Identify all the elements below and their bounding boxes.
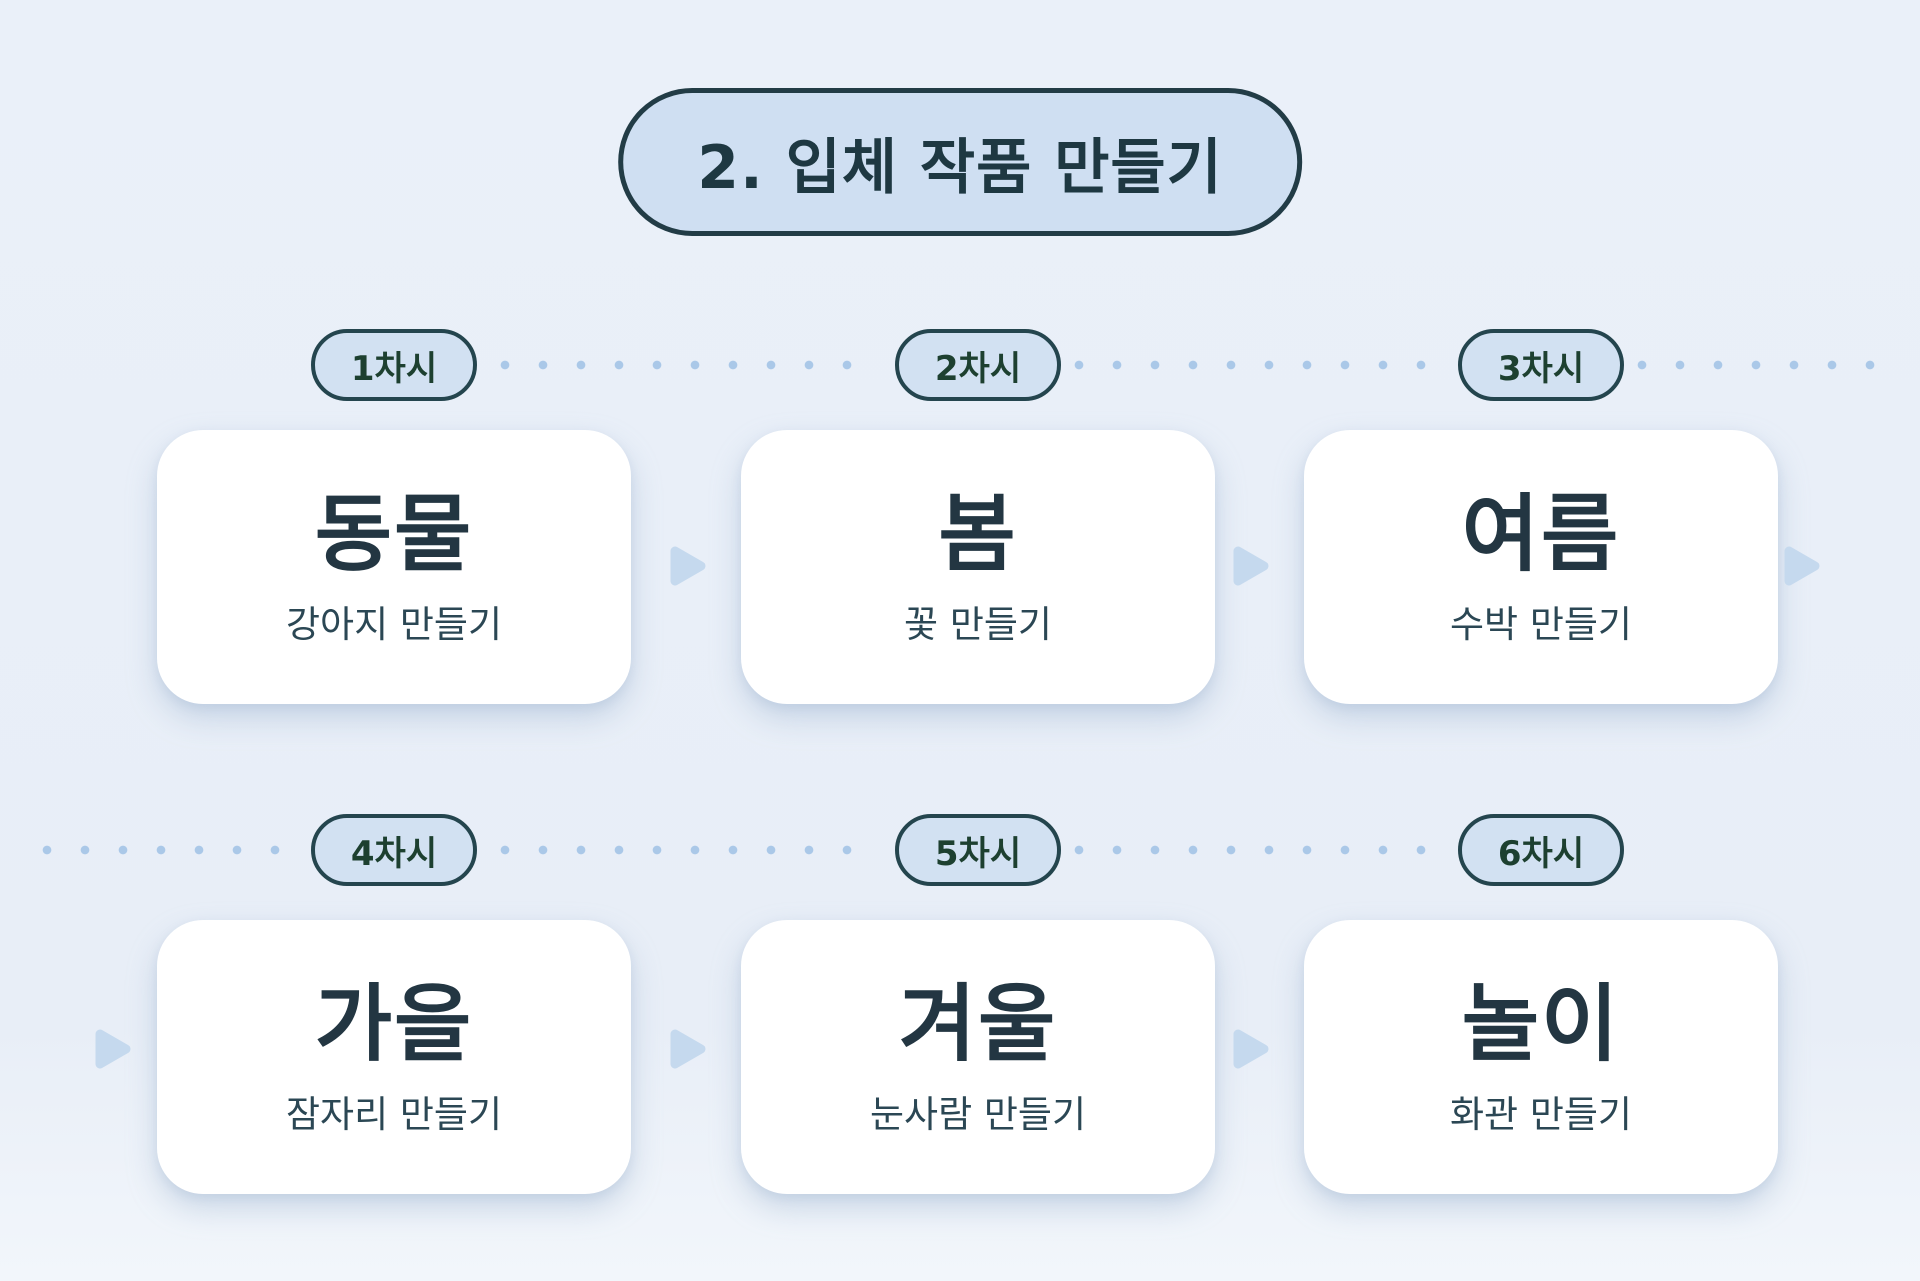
card-subtitle: 잠자리 만들기 (285, 1092, 502, 1136)
arrow-right-icon (1231, 544, 1271, 588)
card-subtitle: 수박 만들기 (1450, 602, 1632, 646)
session-badge-label: 2차시 (934, 348, 1022, 389)
card-subtitle: 눈사람 만들기 (869, 1092, 1086, 1136)
session-badge-4: 4차시 (311, 814, 477, 886)
dotted-connector (42, 845, 298, 855)
lesson-card-winter: 겨울 눈사람 만들기 (741, 920, 1215, 1194)
session-badge-6: 6차시 (1458, 814, 1624, 886)
arrow-right-icon (1782, 544, 1822, 588)
dotted-connector (500, 360, 880, 370)
card-title: 동물 (314, 484, 474, 583)
card-subtitle: 꽃 만들기 (904, 602, 1052, 646)
arrow-right-icon (668, 544, 708, 588)
session-badge-label: 5차시 (934, 833, 1022, 874)
card-title: 겨울 (898, 974, 1058, 1073)
arrow-right-icon (93, 1027, 133, 1071)
lesson-card-animal: 동물 강아지 만들기 (157, 430, 631, 704)
page-title: 2. 입체 작품 만들기 (697, 132, 1223, 203)
dotted-connector (1637, 360, 1882, 370)
lesson-card-spring: 봄 꽃 만들기 (741, 430, 1215, 704)
session-badge-1: 1차시 (311, 329, 477, 401)
card-title: 여름 (1461, 484, 1621, 583)
dotted-connector (1074, 845, 1444, 855)
arrow-right-icon (668, 1027, 708, 1071)
dotted-connector (500, 845, 880, 855)
card-subtitle: 화관 만들기 (1450, 1092, 1632, 1136)
session-badge-5: 5차시 (895, 814, 1061, 886)
card-title: 놀이 (1461, 974, 1621, 1073)
lesson-card-autumn: 가을 잠자리 만들기 (157, 920, 631, 1194)
session-badge-label: 4차시 (350, 833, 438, 874)
title-banner: 2. 입체 작품 만들기 (618, 88, 1302, 236)
session-badge-label: 6차시 (1497, 833, 1585, 874)
session-badge-2: 2차시 (895, 329, 1061, 401)
dotted-connector (1074, 360, 1444, 370)
lesson-card-summer: 여름 수박 만들기 (1304, 430, 1778, 704)
lesson-card-play: 놀이 화관 만들기 (1304, 920, 1778, 1194)
session-badge-label: 3차시 (1497, 348, 1585, 389)
session-badge-3: 3차시 (1458, 329, 1624, 401)
card-title: 가을 (314, 974, 474, 1073)
arrow-right-icon (1231, 1027, 1271, 1071)
card-subtitle: 강아지 만들기 (285, 602, 502, 646)
card-title: 봄 (938, 484, 1018, 583)
session-badge-label: 1차시 (350, 348, 438, 389)
